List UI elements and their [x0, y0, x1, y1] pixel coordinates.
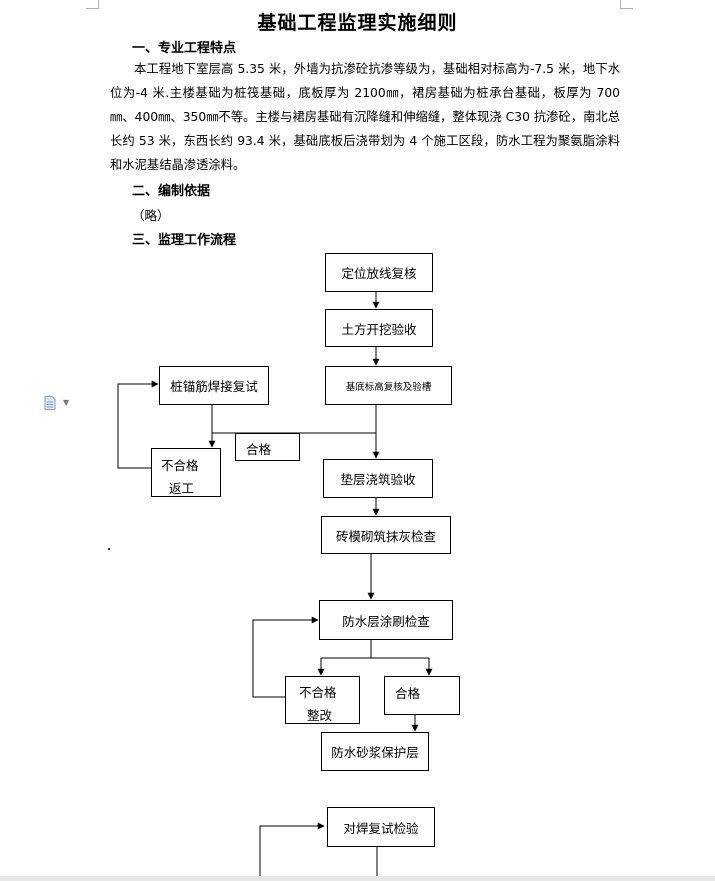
document-icon[interactable] [44, 396, 56, 410]
section2-body: （略） [132, 208, 170, 223]
flow-step-label: 土方开挖验收 [341, 321, 417, 337]
page-bottom-edge [0, 876, 715, 881]
flow-step-cushion: 垫层浇筑验收 [323, 459, 433, 498]
flow-step-brick-mold: 砖模砌筑抹灰检查 [321, 516, 451, 554]
page-corner-mark-left [86, 0, 99, 9]
flow-step-label-line1: 不合格 [161, 458, 199, 473]
flow-step-base-elevation: 基底标高复核及验槽 [325, 366, 452, 405]
section1-body: 本工程地下室层高 5.35 米，外墙为抗渗砼抗渗等级为，基础相对标高为-7.5 … [110, 62, 620, 172]
section3-heading: 三、监理工作流程 [132, 233, 237, 248]
flow-step-label: 合格 [395, 686, 421, 701]
flow-step-label-line1: 不合格 [299, 685, 337, 700]
flow-step-pass-2: 合格 [384, 676, 460, 715]
flow-step-label: 合格 [246, 442, 272, 457]
dropdown-caret-icon[interactable]: ▼ [63, 398, 70, 407]
flow-step-label: 防水砂浆保护层 [331, 745, 419, 760]
flow-step-label: 砖模砌筑抹灰检查 [335, 528, 436, 544]
document-title: 基础工程监理实施细则 [257, 12, 458, 34]
flow-step-label: 对焊复试检验 [343, 820, 419, 836]
page-corner-mark-right [620, 0, 633, 9]
section1-heading: 一、专业工程特点 [132, 41, 237, 56]
flow-step-label: 垫层浇筑验收 [340, 472, 416, 487]
flow-step-butt-weld: 对焊复试检验 [327, 807, 435, 847]
flow-step-waterproof-coat: 防水层涂刷检查 [319, 600, 453, 640]
flow-step-position-check: 定位放线复核 [325, 253, 433, 292]
flow-step-label: 桩锚筋焊接复试 [170, 379, 258, 394]
flow-step-label: 定位放线复核 [341, 266, 417, 281]
flow-step-label: 基底标高复核及验槽 [345, 381, 432, 393]
flow-step-label-line2: 整改 [307, 708, 333, 723]
flow-step-pass-1: 合格 [235, 433, 300, 461]
flow-step-fail-rectify: 不合格 整改 [285, 676, 360, 724]
flow-step-fail-return: 不合格 返工 [151, 448, 221, 497]
flow-step-label-line2: 返工 [169, 481, 195, 496]
flow-step-label: 防水层涂刷检查 [342, 613, 430, 629]
flow-step-mortar: 防水砂浆保护层 [321, 732, 429, 771]
flow-step-pile-weld: 桩锚筋焊接复试 [159, 366, 269, 405]
section2-heading: 二、编制依据 [132, 184, 211, 199]
flow-step-earthwork: 土方开挖验收 [325, 309, 433, 347]
stray-dot [108, 548, 110, 550]
